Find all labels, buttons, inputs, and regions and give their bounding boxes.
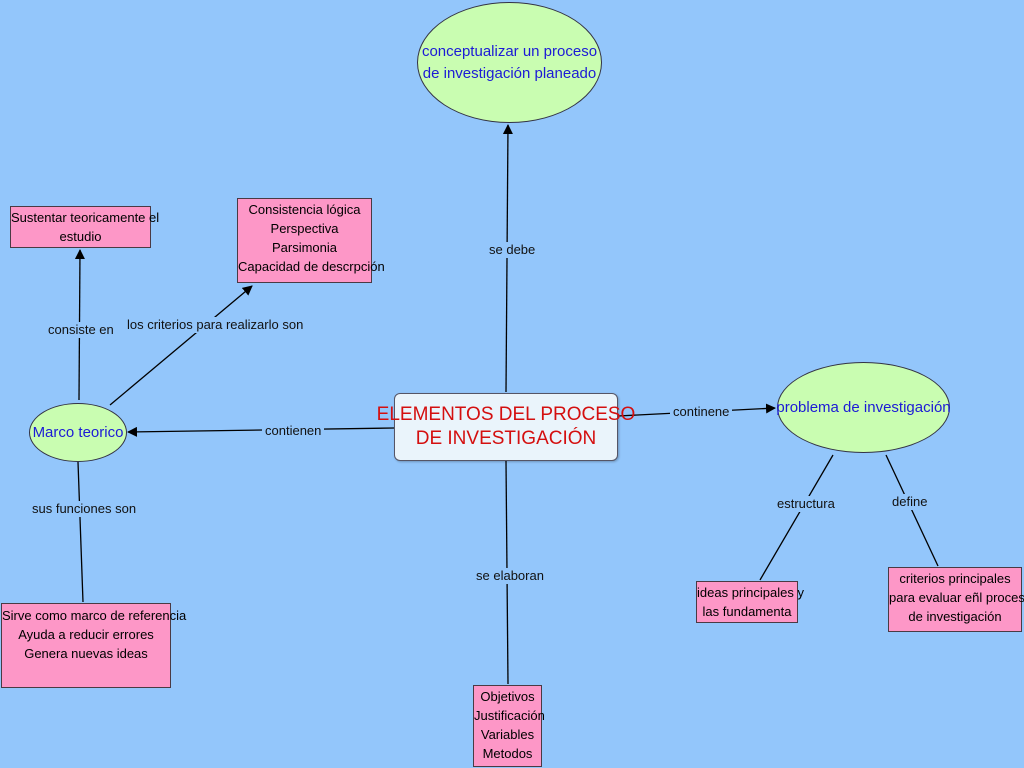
ideas-node[interactable]: ideas principales y las fundamenta: [696, 581, 804, 623]
link-label-se-debe: se debe: [486, 242, 539, 258]
link-label-contienen: contienen: [262, 423, 325, 439]
main-concept-line: DE INVESTIGACIÓN: [415, 428, 597, 449]
link-line-los-criterios: [109, 285, 253, 406]
link-line-se-debe: [502, 124, 513, 393]
consistencia-node[interactable]: Consistencia lógica Perspectiva Parsimon…: [237, 198, 385, 283]
marco-teorico-line: Marco teorico: [32, 423, 124, 441]
criterios-line: criterios principales: [899, 571, 1011, 586]
conceptualizar-line: de investigación planeado: [422, 64, 597, 82]
sustentar-line: estudio: [59, 229, 102, 244]
consistencia-line: Perspectiva: [270, 221, 339, 236]
link-line-define: [885, 454, 939, 567]
link-label-los-criterios: los criterios para realizarlo son: [124, 317, 307, 333]
consistencia-line: Parsimonia: [271, 240, 338, 255]
ideas-line: las fundamenta: [702, 604, 792, 619]
criterios-line: de investigación: [908, 609, 1002, 624]
funciones-node[interactable]: Sirve como marco de referencia Ayuda a r…: [1, 603, 187, 688]
elementos-line: Justificación: [474, 708, 545, 723]
criterios-node[interactable]: criterios principales para evaluar eñl p…: [888, 567, 1024, 632]
elementos-line: Objetivos: [480, 689, 535, 704]
link-label-se-elaboran: se elaboran: [473, 568, 547, 584]
elementos-line: Variables: [480, 727, 535, 742]
consistencia-line: Consistencia lógica: [248, 202, 361, 217]
main-concept-line: ELEMENTOS DEL PROCESO: [376, 404, 636, 425]
link-label-consiste-en: consiste en: [45, 322, 117, 338]
marco-teorico-node[interactable]: Marco teorico: [29, 403, 127, 462]
link-label-define: define: [889, 494, 931, 510]
funciones-line: Ayuda a reducir errores: [18, 627, 154, 642]
funciones-line: Genera nuevas ideas: [24, 646, 148, 661]
link-label-continene: continene: [670, 404, 733, 420]
conceptualizar-node[interactable]: conceptualizar un proceso de investigaci…: [417, 2, 602, 123]
problema-line: problema de investigación: [776, 398, 951, 416]
main-concept-node[interactable]: ELEMENTOS DEL PROCESO DE INVESTIGACIÓN: [377, 393, 635, 461]
elementos-line: Metodos: [482, 746, 533, 761]
consistencia-line: Capacidad de descrpción: [238, 259, 385, 274]
problema-node[interactable]: problema de investigación: [776, 362, 951, 453]
ideas-line: ideas principales y: [697, 585, 804, 600]
link-line-contienen: [127, 426, 395, 437]
link-label-sus-funciones: sus funciones son: [29, 501, 140, 517]
funciones-line: Sirve como marco de referencia: [2, 608, 187, 623]
sustentar-node[interactable]: Sustentar teoricamente el estudio: [10, 206, 160, 248]
link-line-sus-funciones: [77, 461, 84, 603]
elementos-node[interactable]: Objetivos Justificación Variables Metodo…: [473, 685, 545, 767]
sustentar-line: Sustentar teoricamente el: [11, 210, 160, 225]
link-label-estructura: estructura: [774, 496, 838, 512]
criterios-line: para evaluar eñl proceso: [889, 590, 1024, 605]
conceptualizar-line: conceptualizar un proceso: [421, 42, 598, 60]
link-line-estructura: [759, 454, 834, 581]
